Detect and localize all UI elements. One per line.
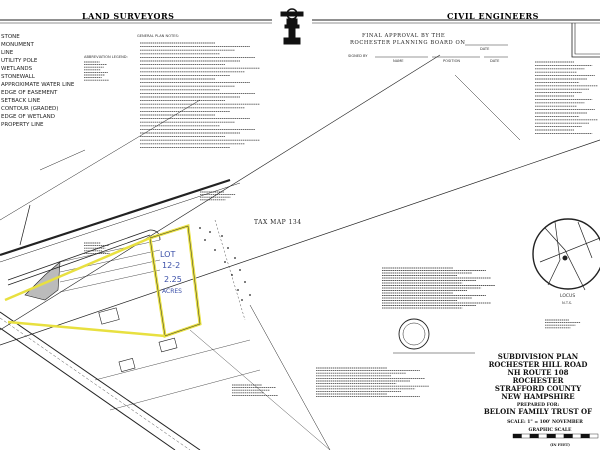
lot-highlight-frontage [4, 236, 166, 338]
locus-scale: N.T.S. [562, 301, 572, 305]
civil-engineers-title: CIVIL ENGINEERS [447, 11, 539, 21]
locus-label: LOCUS [560, 293, 575, 299]
note-text-blocks [84, 42, 598, 398]
plan-linework [0, 54, 600, 450]
svg-text:ACRES: ACRES [162, 288, 182, 295]
approval-date-label: DATE [480, 47, 490, 51]
symbol-legend: STONE MONUMENT LINE UTILITY POLE WETLAND… [1, 34, 75, 128]
legend-item: WETLANDS [1, 66, 33, 72]
abbreviation-legend-title: ABBREVIATION LEGEND: [84, 55, 128, 59]
title-block: SUBDIVISION PLAN ROCHESTER HILL ROAD NH … [484, 352, 592, 447]
signature-date-label: DATE [490, 59, 500, 63]
graphic-scale-bar [512, 433, 599, 439]
legend-item: EDGE OF WETLAND [1, 114, 55, 120]
locus-map [532, 218, 600, 291]
header-border [0, 19, 600, 58]
name-label: NAME [393, 59, 404, 63]
svg-text:SCALE: 1" = 100' NOVEMBER: SCALE: 1" = 100' NOVEMBER [507, 419, 583, 425]
legend-item: STONEWALL [1, 74, 36, 80]
surveyor-transit-logo [280, 8, 304, 45]
svg-text:ROCHESTER: ROCHESTER [513, 376, 564, 385]
svg-text:STRAFFORD COUNTY: STRAFFORD COUNTY [495, 384, 582, 393]
signed-by-label: SIGNED BY [348, 54, 368, 58]
svg-text:2.25: 2.25 [164, 275, 182, 284]
legend-item: MONUMENT [1, 42, 35, 48]
svg-text:ROCHESTER HILL ROAD: ROCHESTER HILL ROAD [489, 360, 588, 369]
position-label: POSITION [443, 59, 460, 63]
legend-item: CONTOUR (GRADED) [1, 106, 58, 112]
approval-line2: ROCHESTER PLANNING BOARD ON [350, 40, 466, 46]
svg-text:GRAPHIC SCALE: GRAPHIC SCALE [529, 427, 572, 433]
wetland-flags [199, 227, 251, 301]
engineer-seal [398, 318, 430, 350]
legend-item: EDGE OF EASEMENT [1, 90, 58, 96]
svg-text:PREPARED FOR:: PREPARED FOR: [517, 402, 560, 408]
approval-line1: FINAL APPROVAL BY THE [362, 33, 445, 39]
svg-text:(IN FEET): (IN FEET) [550, 443, 570, 447]
svg-text:BELOIN FAMILY TRUST OF: BELOIN FAMILY TRUST OF [484, 407, 592, 416]
tax-map-label: TAX MAP 134 [254, 219, 302, 226]
land-surveyors-title: LAND SURVEYORS [82, 11, 174, 21]
legend-item: SETBACK LINE [1, 98, 41, 104]
svg-text:SUBDIVISION PLAN: SUBDIVISION PLAN [498, 352, 579, 361]
legend-item: APPROXIMATE WATER LINE [1, 82, 75, 88]
svg-text:NEW HAMPSHIRE: NEW HAMPSHIRE [501, 392, 574, 401]
legend-item: STONE [1, 34, 20, 40]
lot-handwritten-label: LOT 12-2 2.25 ACRES [160, 250, 182, 295]
general-notes-title: GENERAL PLAN NOTES: [137, 34, 179, 38]
svg-text:LOT: LOT [160, 250, 175, 259]
legend-item: UTILITY POLE [1, 58, 38, 64]
legend-item: LINE [1, 50, 14, 56]
legend-item: PROPERTY LINE [1, 122, 44, 128]
svg-text:NH ROUTE 108: NH ROUTE 108 [507, 368, 568, 377]
svg-text:12-2: 12-2 [162, 261, 180, 270]
